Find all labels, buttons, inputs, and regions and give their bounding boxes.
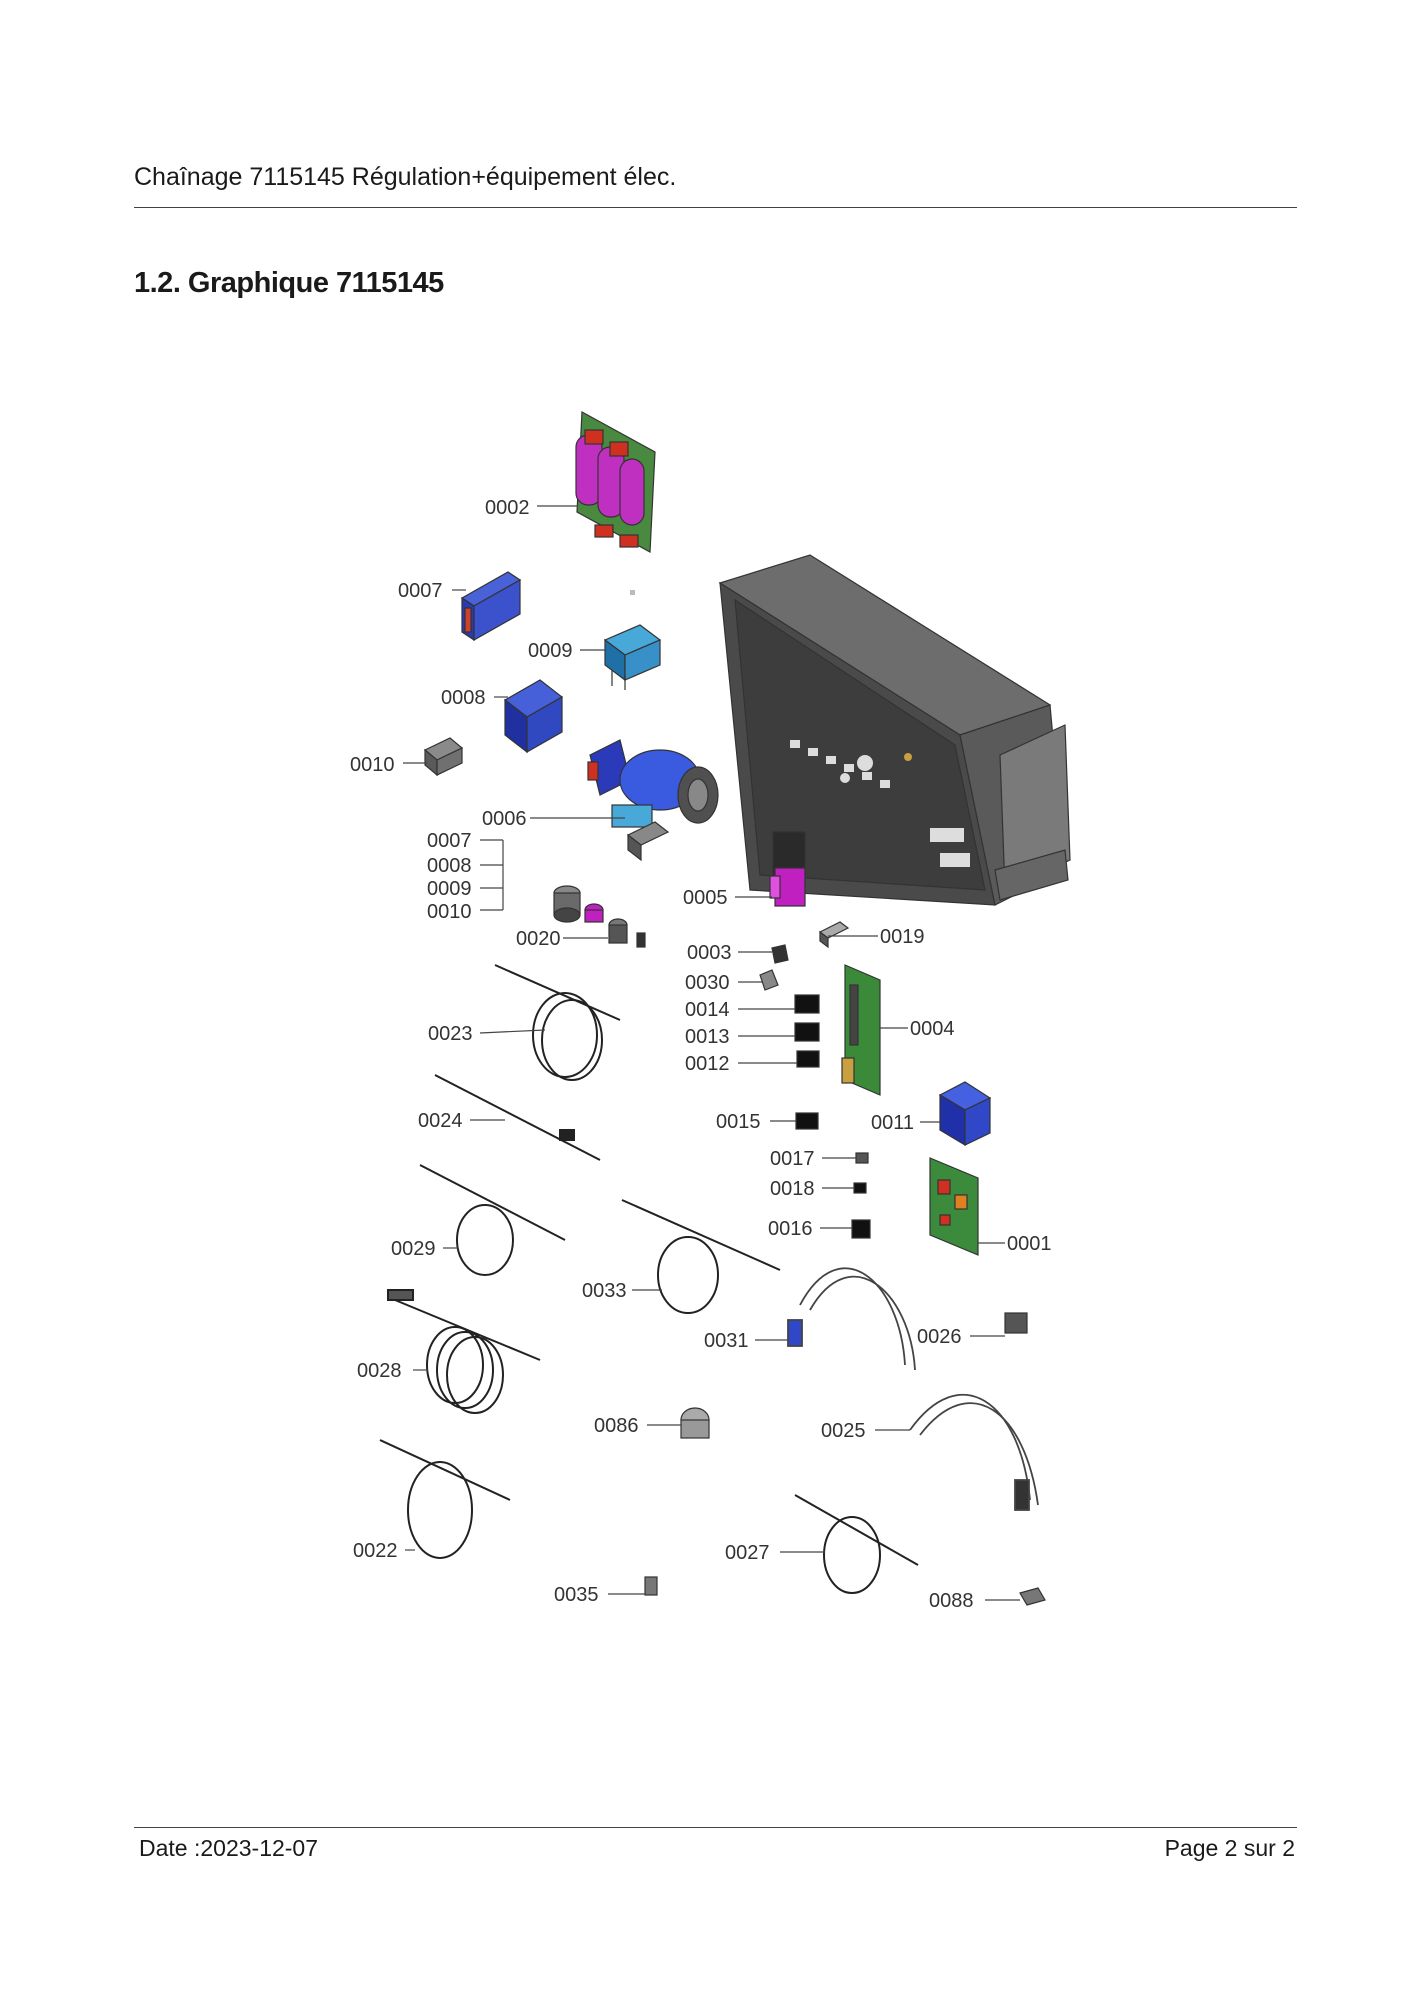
callout-0029: 0029 [391, 1238, 436, 1260]
callout-0031: 0031 [704, 1330, 749, 1352]
part-0009-relay [603, 624, 662, 690]
part-0028-cable-bundle [387, 1289, 541, 1414]
callout-0006: 0006 [482, 808, 527, 830]
part-0025-harness [909, 1393, 1039, 1511]
footer-page-number: Page 2 sur 2 [1164, 1835, 1295, 1861]
callout-0013: 0013 [685, 1026, 730, 1048]
part-0033-cable [621, 1199, 781, 1314]
callout-0025: 0025 [821, 1420, 866, 1442]
part-0031-harness [787, 1267, 916, 1371]
callout-0011: 0011 [871, 1112, 914, 1134]
part-0008-transformer [503, 679, 564, 754]
callout-0007: 0007 [398, 580, 443, 602]
callout-0014: 0014 [685, 999, 730, 1021]
callout-0015: 0015 [716, 1111, 761, 1133]
part-0027-cable [794, 1494, 919, 1594]
part-0029-cable [419, 1164, 566, 1276]
part-0011-relay [938, 1081, 992, 1147]
callout-0001: 0001 [1007, 1233, 1052, 1255]
part-0006-assembly [587, 739, 719, 862]
part-0020-cable-glands [553, 885, 646, 948]
callout-0027: 0027 [725, 1542, 770, 1564]
document-header-title: Chaînage 7115145 Régulation+équipement é… [134, 163, 677, 191]
callout-0003: 0003 [687, 942, 732, 964]
callout-0017: 0017 [770, 1148, 815, 1170]
part-0002-capacitor-board [575, 411, 656, 553]
callout-0088: 0088 [929, 1590, 974, 1612]
callout-0018: 0018 [770, 1178, 815, 1200]
callout-0009: 0009 [528, 640, 573, 662]
callout-0008: 0008 [441, 687, 486, 709]
part-0024-cable [434, 1074, 601, 1161]
callout-0030: 0030 [685, 972, 730, 994]
section-title: 1.2. Graphique 7115145 [134, 267, 444, 299]
callout-0004: 0004 [910, 1018, 955, 1040]
callout-0007-b: 0007 [427, 830, 472, 852]
footer-divider [134, 1827, 1297, 1828]
part-0005-component [769, 831, 806, 907]
callout-0010: 0010 [350, 754, 395, 776]
part-0019-connector [818, 921, 850, 949]
callout-0023: 0023 [428, 1023, 473, 1045]
callout-0008-b: 0008 [427, 855, 472, 877]
part-0010-connector [423, 737, 464, 777]
part-0022-cable [379, 1439, 511, 1559]
callout-0033: 0033 [582, 1280, 627, 1302]
footer-date: Date :2023-12-07 [139, 1835, 319, 1861]
callout-0035: 0035 [554, 1584, 599, 1606]
header-divider [134, 207, 1297, 208]
callout-0009-b: 0009 [427, 878, 472, 900]
callout-0086: 0086 [594, 1415, 639, 1437]
part-0001-pcb [929, 1157, 979, 1256]
callout-0024: 0024 [418, 1110, 463, 1132]
callout-0002: 0002 [485, 497, 530, 519]
callout-0020: 0020 [516, 928, 561, 950]
part-0004-pcb [841, 964, 881, 1096]
callout-0010-b: 0010 [427, 901, 472, 923]
callout-0012: 0012 [685, 1053, 730, 1075]
part-small-connectors [759, 944, 1046, 1606]
part-0086-coil [680, 1407, 710, 1439]
callout-0019: 0019 [880, 926, 925, 948]
control-box-housing [718, 554, 1071, 906]
callout-0026: 0026 [917, 1326, 962, 1348]
part-0007-module [460, 571, 522, 642]
callout-0022: 0022 [353, 1540, 398, 1562]
callout-0016: 0016 [768, 1218, 813, 1240]
part-0035-connector [644, 1576, 658, 1596]
part-0023-cable [494, 964, 621, 1081]
callout-0005: 0005 [683, 887, 728, 909]
callout-0028: 0028 [357, 1360, 402, 1382]
leader-lines [403, 505, 1020, 1601]
